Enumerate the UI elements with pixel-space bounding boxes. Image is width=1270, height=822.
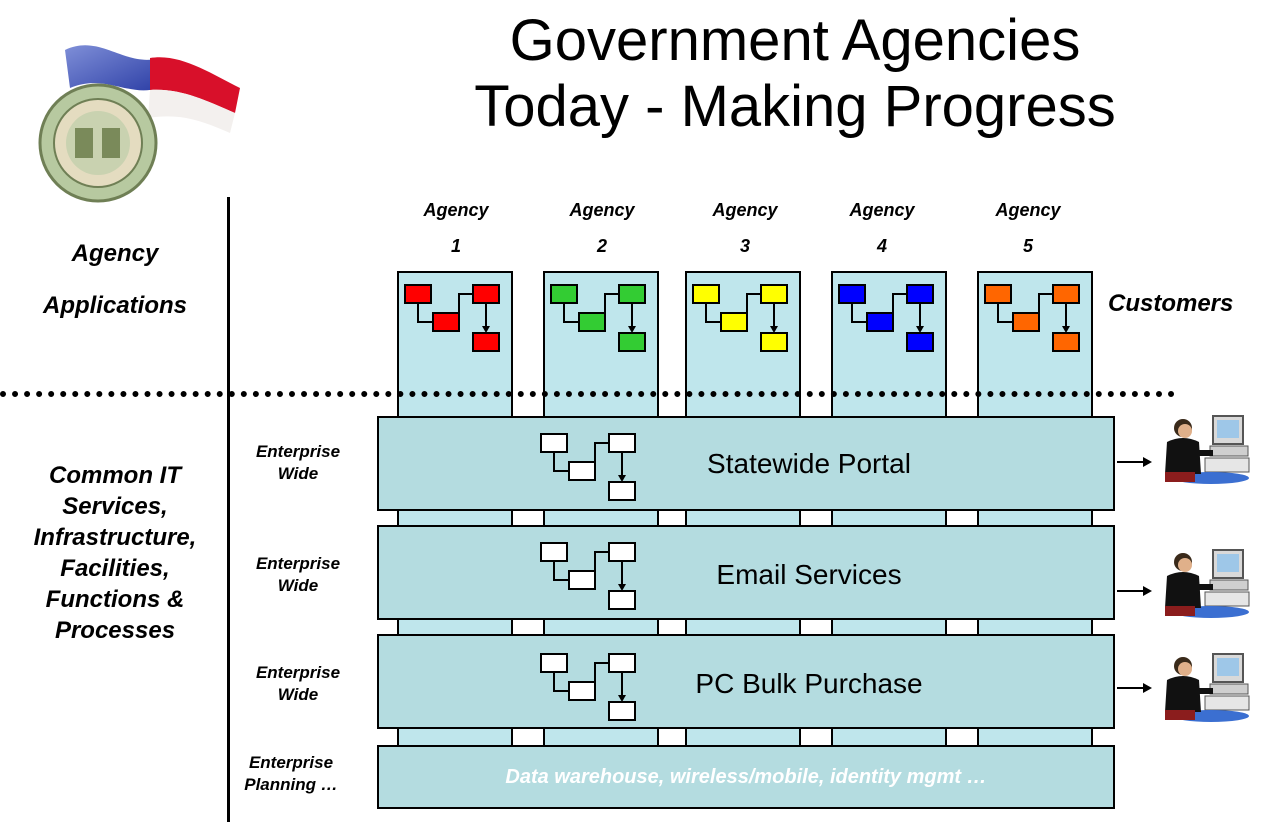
computer-user-icon	[1165, 653, 1250, 722]
service-layer-statewide-portal: Statewide Portal	[377, 416, 1115, 511]
agency-header: Agency 3	[685, 192, 805, 264]
layer-label: Statewide Portal	[707, 448, 911, 479]
common-it-line: Facilities,	[60, 555, 170, 582]
common-it-line: Processes	[54, 617, 176, 644]
level-line: Enterprise	[248, 753, 334, 772]
agency-number: 1	[450, 236, 461, 256]
title-line-1: Government Agencies	[509, 8, 1081, 73]
common-it-line: Services,	[62, 493, 168, 520]
computer-user-icon	[1165, 415, 1250, 484]
layer-label: PC Bulk Purchase	[695, 668, 923, 699]
workflow-icon	[540, 433, 636, 501]
level-line: Enterprise	[255, 442, 341, 461]
agency-name: Agency	[423, 200, 489, 220]
layer-label: Email Services	[716, 559, 902, 590]
computer-user-icon	[1165, 549, 1250, 618]
agency-header: Agency 5	[968, 192, 1088, 264]
agency-applications-line: Applications	[42, 292, 187, 319]
agency-applications-label: Agency Applications	[15, 228, 215, 332]
workflow-icon	[550, 284, 646, 352]
enterprise-level-label: Enterprise Wide	[238, 553, 358, 597]
workflow-icon	[540, 653, 636, 721]
workflow-icon	[984, 284, 1080, 352]
common-it-line: Common IT	[49, 462, 181, 489]
level-line: Wide	[277, 685, 319, 704]
arrow-right-icon	[1117, 586, 1152, 596]
agency-number: 4	[876, 236, 887, 256]
dotted-divider	[0, 391, 1175, 397]
agency-applications-line: Agency	[71, 240, 159, 267]
agency-number: 3	[739, 236, 750, 256]
arrow-right-icon	[1117, 683, 1152, 693]
arrow-right-icon	[1117, 457, 1152, 467]
agency-header: Agency 4	[822, 192, 942, 264]
agency-name: Agency	[849, 200, 915, 220]
service-layer-email-services: Email Services	[377, 525, 1115, 620]
workflow-icon	[838, 284, 934, 352]
page-title: Government Agencies Today - Making Progr…	[330, 8, 1260, 140]
planning-layer: Data warehouse, wireless/mobile, identit…	[377, 745, 1115, 809]
agency-name: Agency	[995, 200, 1061, 220]
enterprise-level-label: Enterprise Wide	[238, 441, 358, 485]
common-it-line: Infrastructure,	[33, 524, 197, 551]
agency-number: 2	[596, 236, 607, 256]
level-line: Enterprise	[255, 663, 341, 682]
planning-label: Data warehouse, wireless/mobile, identit…	[505, 766, 987, 788]
workflow-icon	[404, 284, 500, 352]
common-it-label: Common IT Services, Infrastructure, Faci…	[15, 460, 215, 646]
common-it-line: Functions &	[45, 586, 185, 613]
state-seal-flag-icon	[38, 45, 240, 203]
agency-header: Agency 1	[396, 192, 516, 264]
level-line: Wide	[277, 576, 319, 595]
level-line: Planning …	[244, 775, 338, 794]
vertical-divider	[227, 197, 230, 822]
workflow-icon	[692, 284, 788, 352]
agency-number: 5	[1022, 236, 1033, 256]
level-line: Wide	[277, 464, 319, 483]
enterprise-level-label: Enterprise Planning …	[222, 752, 360, 796]
agency-header: Agency 2	[542, 192, 662, 264]
enterprise-level-label: Enterprise Wide	[238, 662, 358, 706]
agency-name: Agency	[569, 200, 635, 220]
customers-label: Customers	[1108, 290, 1234, 317]
level-line: Enterprise	[255, 554, 341, 573]
agency-name: Agency	[712, 200, 778, 220]
title-line-2: Today - Making Progress	[474, 74, 1116, 139]
workflow-icon	[540, 542, 636, 610]
service-layer-pc-bulk-purchase: PC Bulk Purchase	[377, 634, 1115, 729]
